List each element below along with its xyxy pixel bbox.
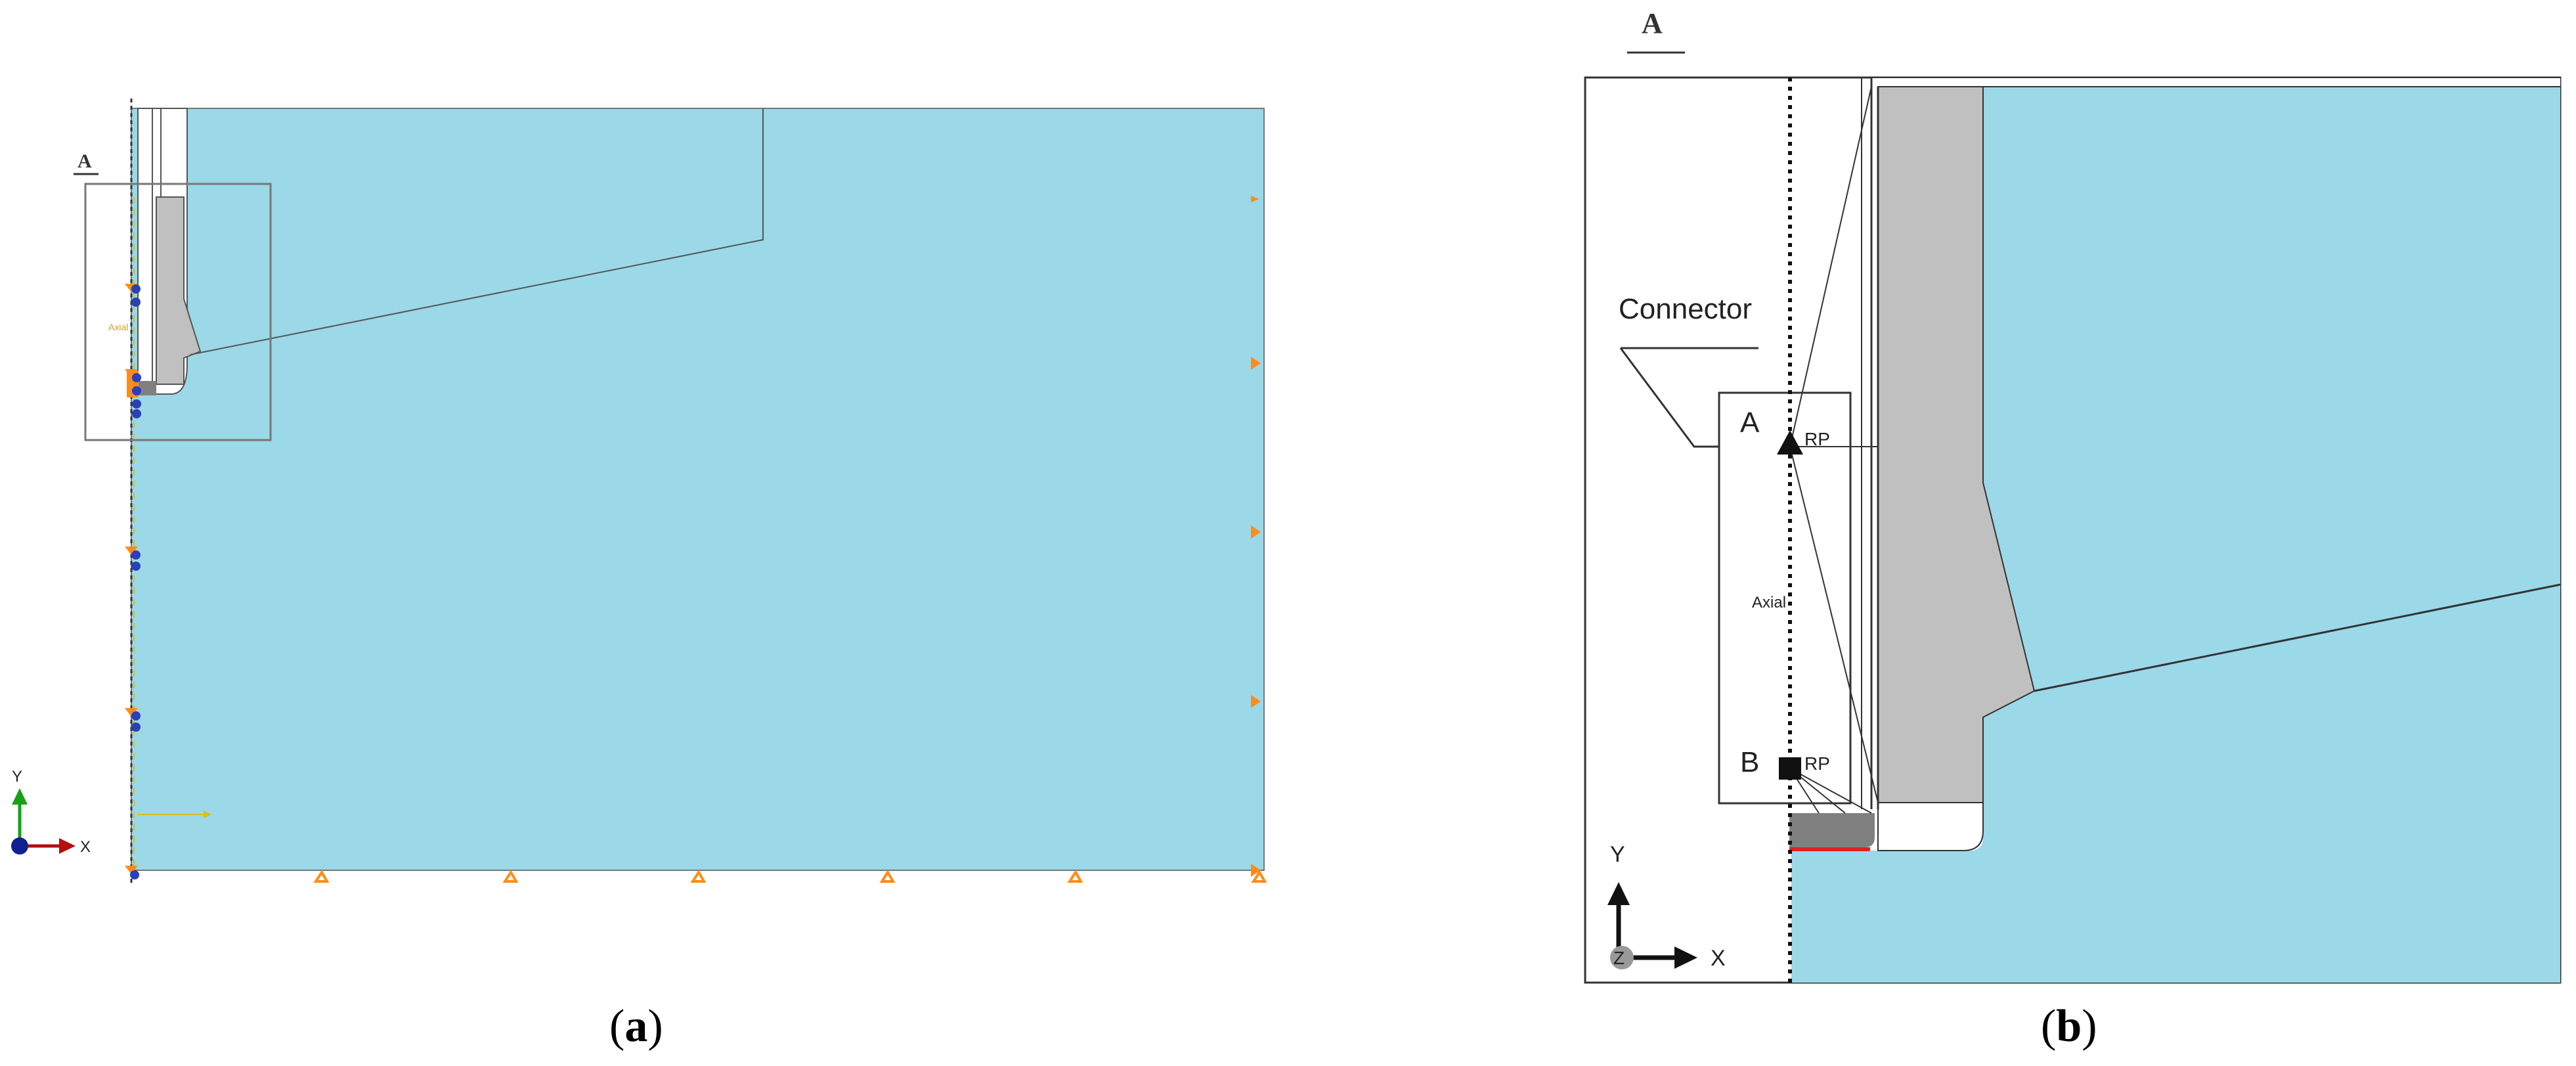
panel-b-axial-label: Axial <box>1752 594 1786 611</box>
panel-a-detail-label: A <box>77 150 92 172</box>
panel-a-model <box>84 99 1265 883</box>
panel-b-connector-label: Connector <box>1619 293 1752 325</box>
right-support-3 <box>1251 525 1261 539</box>
panel-a-partition-line <box>190 108 764 355</box>
panel-a-soil-domain <box>131 108 1265 871</box>
panel-b-triad-x: X <box>1711 946 1726 971</box>
panel-b-connector-box <box>1718 391 1852 805</box>
bc-cluster-4 <box>125 708 141 732</box>
triad-origin-icon <box>11 837 28 855</box>
panel-b-pile-shaft <box>1877 86 2036 803</box>
triad-y-arrow-icon <box>12 788 28 805</box>
panel-b-point-a: A <box>1740 407 1760 439</box>
bottom-support-4 <box>879 870 896 883</box>
panel-b-caption: (b) <box>2041 1001 2097 1052</box>
right-support-2 <box>1251 357 1261 370</box>
panel-b-detail-view <box>1584 76 2562 984</box>
bottom-support-3 <box>690 870 707 883</box>
panel-b-rp-a-triangle <box>1777 430 1803 455</box>
panel-b-triad-y: Y <box>1610 842 1625 867</box>
panel-a-axial-label: Axial <box>108 322 128 332</box>
panel-a-triad-x: X <box>80 838 91 856</box>
bottom-support-5 <box>1067 870 1083 883</box>
panel-a-right-supports <box>1251 196 1261 877</box>
panel-a-coordinate-triad: Y X <box>11 768 91 856</box>
panel-a-yellow-arrowhead <box>204 811 211 818</box>
panel-b-rp-b-square <box>1779 757 1801 780</box>
triad-b-x-arrow-icon <box>1674 946 1697 969</box>
panel-a-detail-box <box>84 183 272 441</box>
panel-a-boundary-symbols <box>125 284 141 879</box>
panel-b-top-strip <box>1871 78 2560 87</box>
panel-b-coordinate-triad: Y X Z <box>1607 842 1726 971</box>
bc-cluster-2 <box>125 369 141 418</box>
panel-b-partition-line <box>2034 583 2561 692</box>
panel-a-caption: (a) <box>609 1001 663 1052</box>
panel-b-pile-base <box>1789 813 1875 847</box>
panel-b-connector-leader-2 <box>1619 347 1719 448</box>
panel-b-detail-label: A <box>1642 7 1663 39</box>
panel-b-rp-a: RP <box>1804 429 1830 449</box>
bottom-support-6 <box>1251 870 1267 883</box>
bc-cluster-1 <box>125 284 141 307</box>
panel-b-triad-z: Z <box>1613 948 1625 968</box>
bc-cluster-5 <box>125 866 139 879</box>
triad-b-origin-icon <box>1610 946 1634 969</box>
bottom-support-2 <box>502 870 519 883</box>
panel-a-pile-base <box>137 381 156 395</box>
right-support-5 <box>1251 864 1261 877</box>
panel-a-bottom-supports <box>313 870 1267 883</box>
triad-b-y-arrow-icon <box>1607 882 1630 905</box>
panel-b-point-b: B <box>1740 746 1759 778</box>
right-support-1 <box>1251 196 1259 202</box>
triad-x-arrow-icon <box>59 838 76 854</box>
panel-b-rp-b: RP <box>1804 753 1830 774</box>
right-support-4 <box>1251 695 1261 708</box>
panel-a-triad-y: Y <box>12 768 22 786</box>
bottom-support-1 <box>313 870 330 883</box>
bc-cluster-3 <box>125 546 141 571</box>
